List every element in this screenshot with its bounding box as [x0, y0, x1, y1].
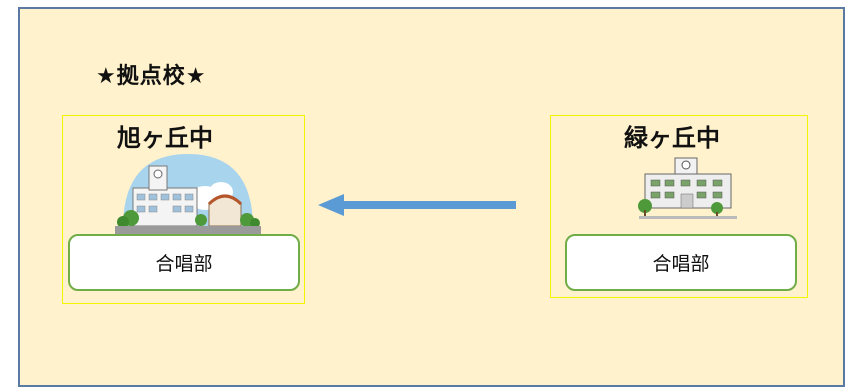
club-box: 合唱部 [565, 234, 797, 291]
school-building-icon [638, 157, 737, 219]
school-card-member: 緑ヶ丘中 合唱部 [550, 115, 808, 298]
school-building-icon [115, 154, 261, 235]
arrow-left-icon [318, 194, 516, 216]
hub-title: ★拠点校★ [96, 64, 207, 89]
school-card-hub: 旭ヶ丘中 [62, 115, 305, 304]
school-name: 旭ヶ丘中 [117, 124, 213, 152]
club-box: 合唱部 [68, 234, 300, 291]
school-name: 緑ヶ丘中 [624, 124, 720, 152]
